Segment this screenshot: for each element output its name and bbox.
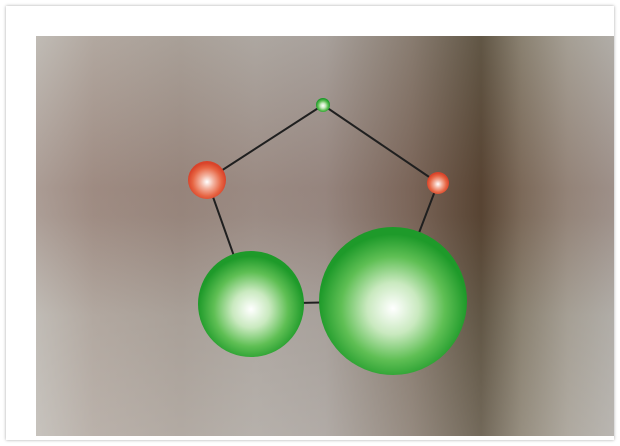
node-n3-red-sphere <box>427 172 449 194</box>
node-n4-green-sphere <box>198 251 304 357</box>
picture-frame <box>6 6 614 440</box>
nodes-group <box>188 98 467 375</box>
graph-svg <box>36 36 614 436</box>
edge-n1-n2 <box>207 105 323 180</box>
edge-n1-n3 <box>323 105 438 183</box>
node-n5-green-sphere <box>319 227 467 375</box>
node-n2-red-sphere <box>188 161 226 199</box>
node-n1-green-sphere <box>316 98 330 112</box>
diagram-canvas <box>36 36 614 436</box>
